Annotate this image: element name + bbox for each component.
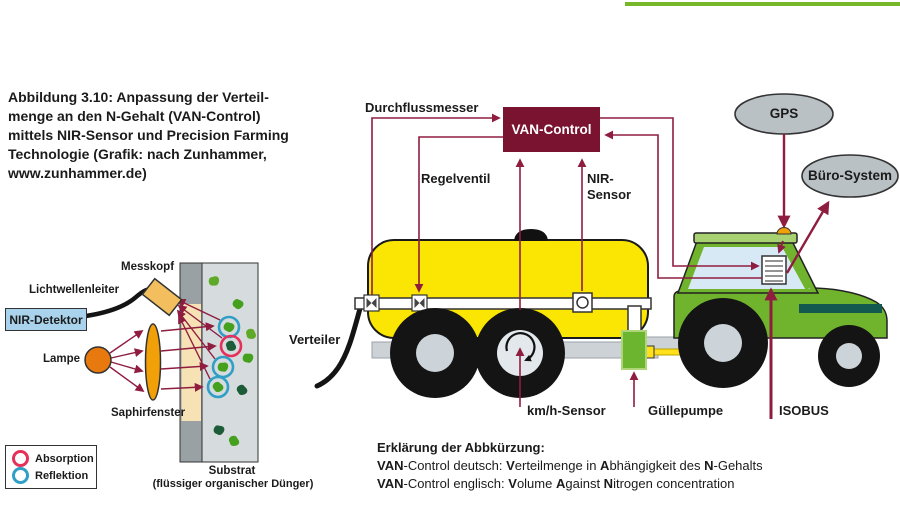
- flowmeter-to-van-line: [371, 113, 501, 295]
- label-distributor: Verteiler: [289, 332, 341, 347]
- nir-detector-box: NIR-Detektor: [5, 308, 87, 331]
- label-sapphire-window: Saphirfenster: [111, 407, 186, 419]
- absorption-ring-icon: [12, 450, 29, 467]
- cab-roof: [693, 232, 798, 244]
- label-speed-sensor: km/h-Sensor: [527, 403, 606, 418]
- van-control-box: VAN-Control: [503, 107, 600, 152]
- distributor-hose: [314, 302, 364, 389]
- tractor-rear-wheel: [678, 298, 768, 388]
- beacon-light: [776, 227, 792, 235]
- legend-row-absorption: Absorption: [12, 450, 96, 467]
- sapphire-lens: [144, 323, 162, 401]
- reflected-rays: [176, 299, 223, 380]
- thick-signal-lines: [764, 134, 830, 419]
- flow-meter-sensor: [363, 294, 380, 312]
- label-nir-sensor: NIR- Sensor: [587, 171, 632, 202]
- nir-sensor-unit: [572, 292, 593, 313]
- measuring-head: [141, 277, 183, 317]
- hood-stripe: [799, 304, 882, 313]
- tanker-wheel-front: [390, 308, 480, 398]
- label-fiber-optic: Lichtwellenleiter: [29, 284, 120, 296]
- sapphire-window: [181, 304, 201, 421]
- figure-caption: Abbildung 3.10: Anpassung der Verteil- m…: [8, 89, 289, 181]
- beacon-to-terminal-arrow: [777, 240, 786, 254]
- lamp-bulb: [84, 346, 112, 374]
- signal-lines: [371, 113, 762, 407]
- office-system-node: [801, 154, 899, 198]
- absorption-ring: [219, 334, 243, 358]
- tank-pipe: [354, 297, 652, 310]
- label-substrate: Substrat: [208, 465, 256, 477]
- explanation-heading: Erklärung der Abbkürzung:: [377, 440, 545, 455]
- slurry-pump: [621, 330, 647, 370]
- terminal-to-office-arrow: [785, 200, 830, 274]
- absorption-reflection-legend: Absorption Reflektion: [5, 445, 97, 489]
- label-lamp: Lampe: [43, 353, 81, 365]
- marked-particles: [206, 315, 243, 399]
- reflection-ring-icon: [12, 467, 29, 484]
- abbreviation-explanation: Erklärung der Abbkürzung: VAN-Control de…: [377, 439, 763, 493]
- tractor-front-wheel: [818, 325, 880, 387]
- speed-sensor-icon: [505, 332, 536, 362]
- label-control-valve: Regelventil: [421, 171, 491, 186]
- explanation-line-de: VAN-Control deutsch: Verteilmenge in Abh…: [377, 458, 763, 473]
- top-accent-bar: [625, 2, 900, 6]
- legend-reflection-label: Reflektion: [35, 469, 89, 482]
- label-isobus: ISOBUS: [779, 403, 829, 418]
- terminal-to-van-line: [604, 130, 762, 279]
- isobus-terminal: [761, 255, 787, 285]
- explanation-line-en: VAN-Control englisch: Volume Against Nit…: [377, 476, 735, 491]
- control-valve-sensor: [411, 294, 428, 312]
- label-office-system: Büro-System: [807, 168, 893, 183]
- windshield-pillar: [782, 245, 811, 291]
- nir-sensor-diagram: [83, 262, 259, 463]
- van-to-terminal-line: [600, 117, 760, 271]
- legend-row-reflection: Reflektion: [12, 467, 96, 484]
- legend-absorption-label: Absorption: [35, 452, 94, 465]
- label-substrate-sub: (flüssiger organischer Dünger): [152, 478, 314, 490]
- label-gps: GPS: [769, 106, 799, 121]
- label-measuring-head: Messkopf: [121, 261, 175, 273]
- van-to-valve-line: [414, 136, 503, 293]
- tank-manhole: [514, 229, 548, 241]
- reflection-ring: [206, 375, 230, 399]
- pipe-elbow: [627, 305, 642, 335]
- lamp-rays: [109, 329, 145, 393]
- tractor: [673, 227, 888, 388]
- label-flow-meter: Durchflussmesser: [365, 100, 479, 115]
- label-slurry-pump: Güllepumpe: [648, 403, 724, 418]
